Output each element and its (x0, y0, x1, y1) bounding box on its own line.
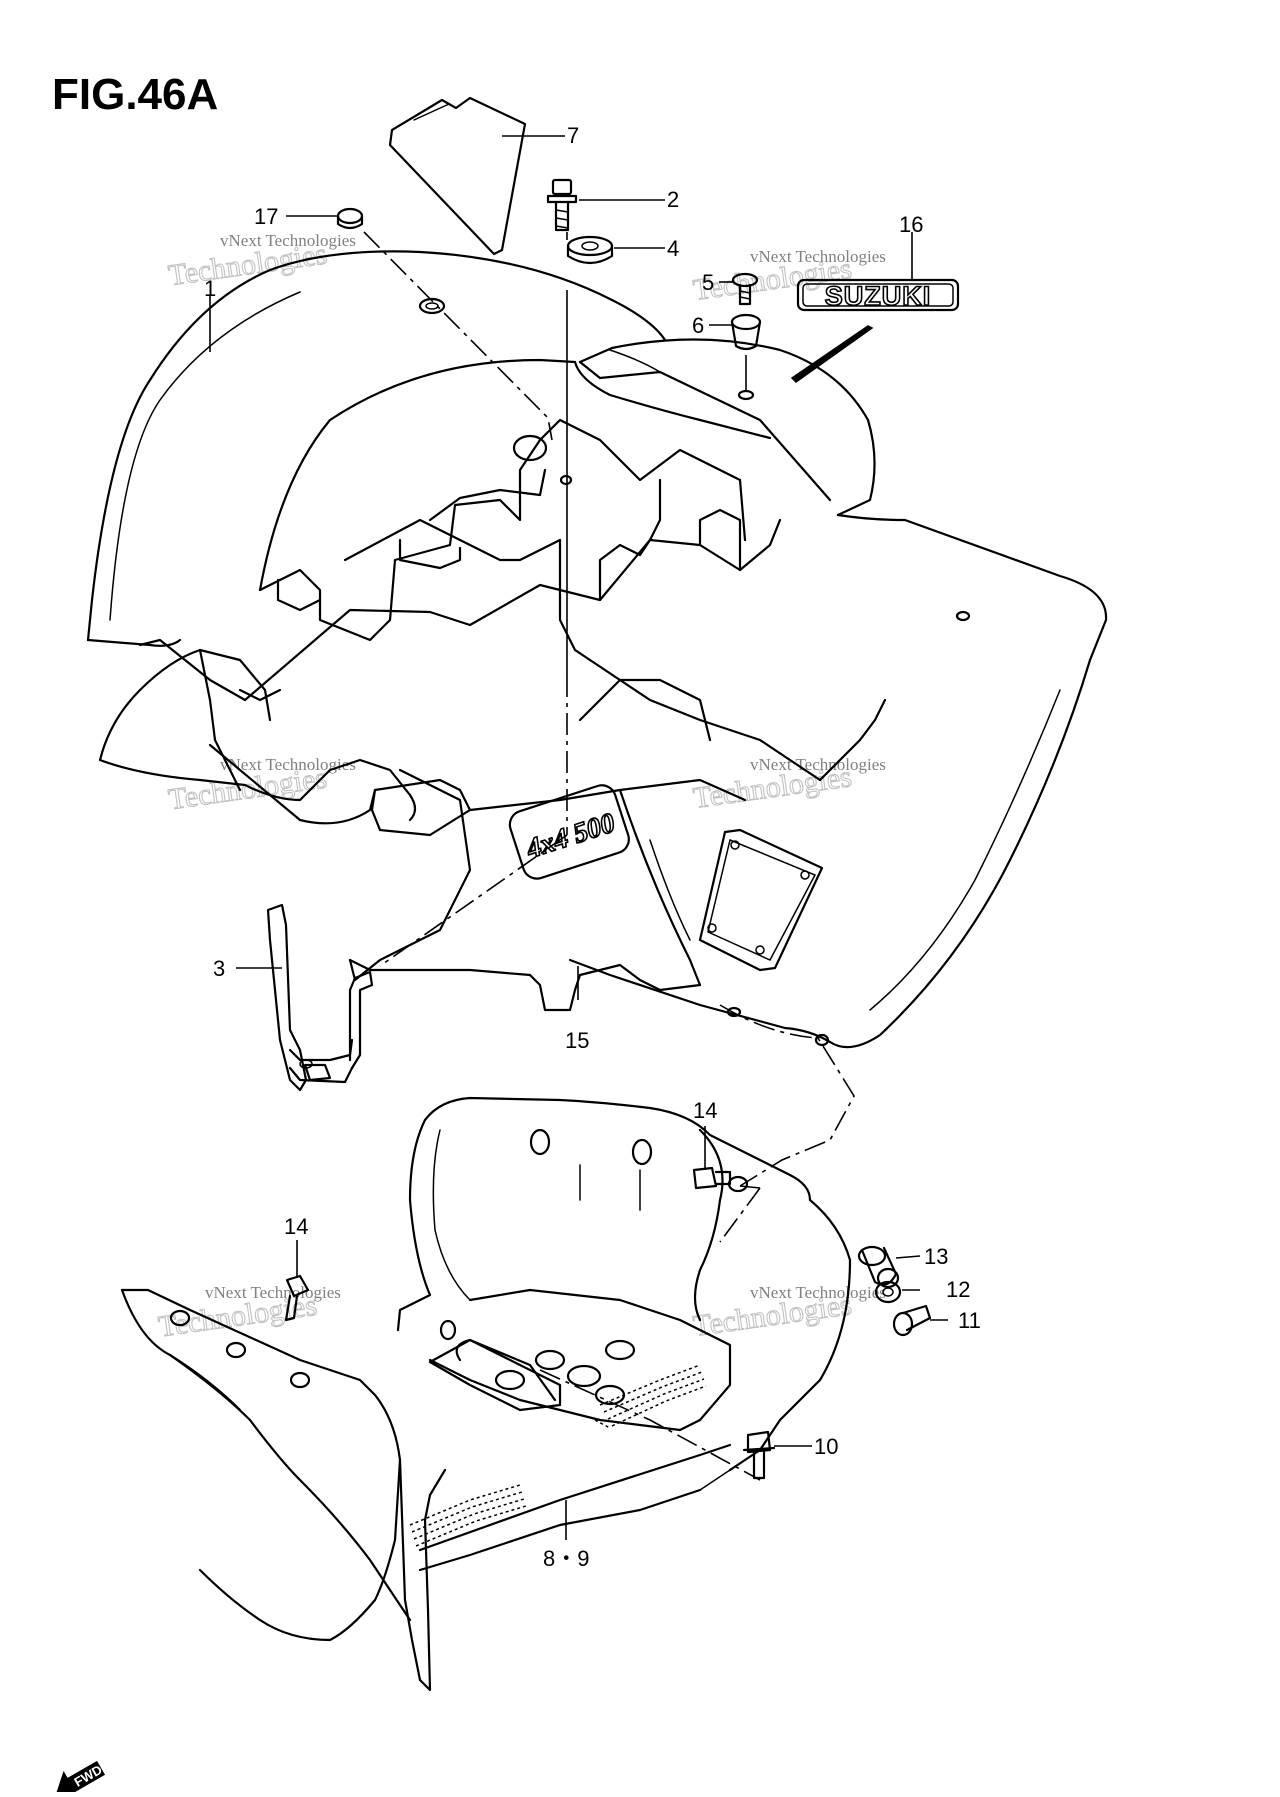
part-5-screw (731, 272, 759, 306)
part-8-9-footrest (120, 1096, 852, 1692)
part-16-suzuki-emblem: SUZUKI (790, 278, 960, 383)
part-14-bolt-lower (284, 1274, 310, 1322)
fender-access-plate (698, 828, 824, 972)
watermark-text: vNext Technologies (750, 247, 886, 266)
fender-mounting-holes (418, 297, 971, 1047)
callout-17: 17 (254, 204, 278, 229)
callout-3: 3 (213, 956, 225, 981)
assembly-center-lines (363, 231, 855, 1481)
part-10-bolt (742, 1430, 776, 1480)
part-17-grommet (336, 207, 364, 230)
part-3-bracket (266, 903, 374, 1092)
part-4-grommet (566, 235, 614, 265)
part-2-bolt (546, 178, 578, 232)
part-12-washer (874, 1280, 902, 1304)
part-11-screw (892, 1304, 932, 1337)
watermark-text: vNext Technologies (750, 755, 886, 774)
part-7-flap (388, 96, 527, 256)
fwd-direction-arrow: FWD (56, 1760, 106, 1797)
watermark: Technologies vNext Technologies (156, 1283, 341, 1344)
part-6-collar (730, 313, 762, 351)
callout-6: 6 (692, 313, 704, 338)
callout-leaders (209, 135, 948, 1540)
watermark: Technologies vNext Technologies (691, 755, 886, 816)
callout-4: 4 (667, 236, 679, 261)
callout-12: 12 (946, 1277, 970, 1302)
watermark: Technologies vNext Technologies (166, 231, 356, 293)
callout-7: 7 (567, 123, 579, 148)
callout-13: 13 (924, 1244, 948, 1269)
callout-2: 2 (667, 187, 679, 212)
suzuki-logo-text: SUZUKI (825, 281, 932, 311)
callout-11: 11 (958, 1308, 981, 1333)
watermark-text: vNext Technologies (220, 755, 356, 774)
part-14-bolt-upper (692, 1166, 749, 1193)
figure-title: FIG.46A (52, 70, 219, 119)
callout-labels: 7 2 4 17 16 5 6 1 3 15 14 13 12 11 14 10… (204, 123, 981, 1571)
callout-15: 15 (565, 1028, 589, 1053)
callout-16: 16 (899, 212, 923, 237)
watermark: Technologies vNext Technologies (691, 1283, 886, 1344)
watermark-group: Technologies vNext Technologies Technolo… (156, 231, 886, 1344)
callout-14-lower: 14 (284, 1214, 308, 1239)
part-15-4x4-badge: 4x4 500 (508, 784, 630, 880)
callout-5: 5 (702, 270, 714, 295)
watermark-text: vNext Technologies (220, 231, 356, 250)
callout-10: 10 (814, 1434, 838, 1459)
watermark: Technologies vNext Technologies (166, 755, 356, 817)
callout-8-9: 8・9 (543, 1546, 589, 1571)
part-1-rear-fender: 4x4 500 (86, 250, 1108, 1049)
callout-1: 1 (204, 276, 216, 301)
callout-14-upper: 14 (693, 1098, 717, 1123)
part-13-collar (857, 1245, 900, 1289)
watermark-text: vNext Technologies (750, 1283, 886, 1302)
watermark-text: vNext Technologies (205, 1283, 341, 1302)
